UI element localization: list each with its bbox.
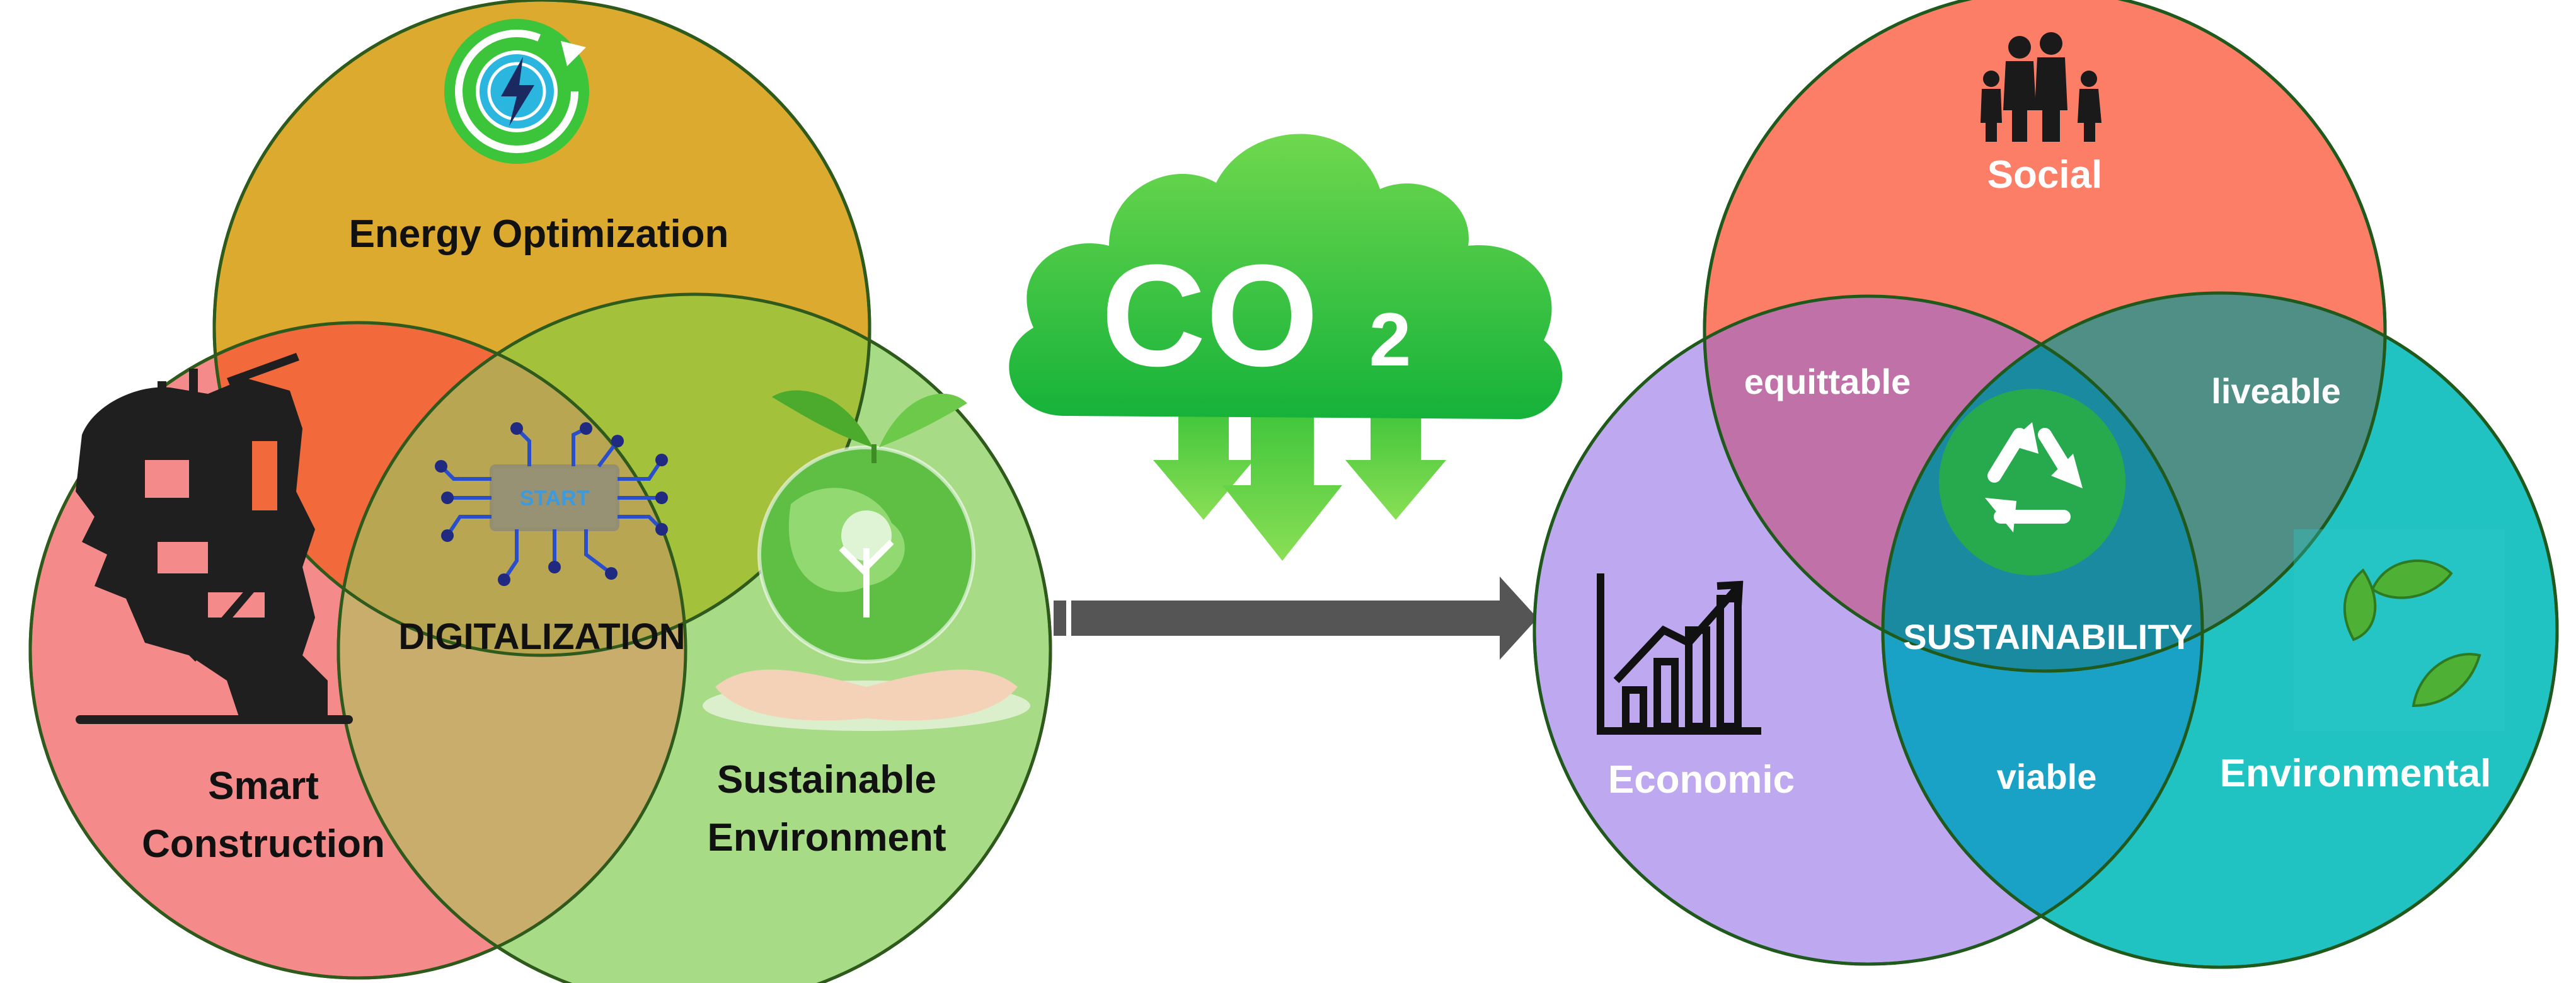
label-sustainability: SUSTAINABILITY <box>1903 617 2192 657</box>
leaves-icon <box>2294 529 2505 731</box>
label-equitable: equittable <box>1744 362 1911 401</box>
construction-head-icon <box>76 353 353 724</box>
label-sustainable-line1: Sustainable <box>717 758 936 802</box>
co2-cloud: CO 2 <box>1009 134 1563 561</box>
label-viable: viable <box>1997 757 2097 796</box>
label-environmental: Environmental <box>2220 752 2492 795</box>
growth-chart-icon <box>1597 573 1761 735</box>
label-economic: Economic <box>1608 758 1795 802</box>
co2-text: CO <box>1101 234 1319 396</box>
right-venn: Social equittable liveable SUSTAINABILIT… <box>1532 0 2559 969</box>
circuit-board-icon: START <box>435 422 668 586</box>
label-smart-line1: Smart <box>208 764 319 808</box>
label-sustainable-line2: Environment <box>708 816 946 859</box>
label-digitalization: DIGITALIZATION <box>398 616 685 657</box>
globe-in-hands-icon <box>703 390 1030 731</box>
energy-refresh-icon <box>444 19 589 164</box>
left-venn: Energy Optimization START <box>28 0 1052 983</box>
co2-down-arrows <box>1153 403 1446 561</box>
label-liveable: liveable <box>2211 371 2340 411</box>
transition-arrow <box>1054 577 1538 660</box>
label-smart-line2: Construction <box>142 822 385 866</box>
label-social: Social <box>1987 153 2103 197</box>
start-chip-label: START <box>520 486 590 510</box>
label-energy-optimization: Energy Optimization <box>349 212 729 256</box>
co2-subscript: 2 <box>1369 297 1412 382</box>
family-icon <box>1981 32 2102 142</box>
recycle-icon <box>1939 389 2125 575</box>
co2-cloud-shape <box>1009 134 1563 420</box>
